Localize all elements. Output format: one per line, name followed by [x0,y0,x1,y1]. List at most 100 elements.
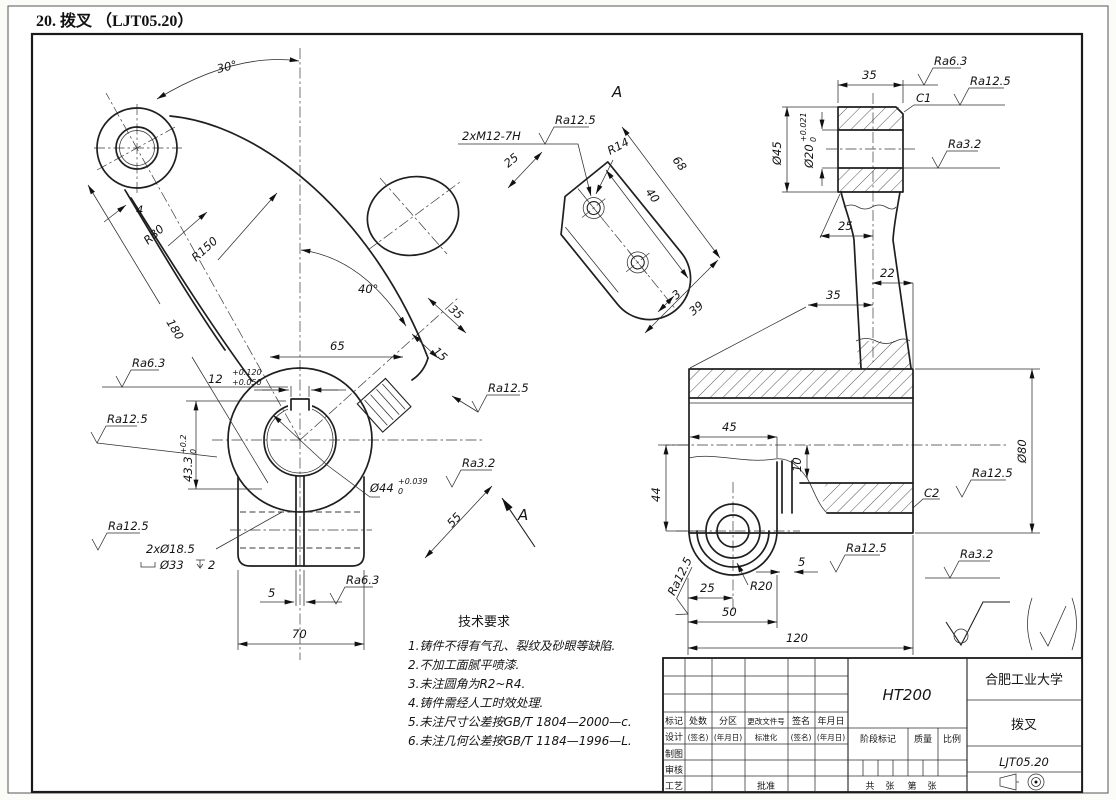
break-line-long [688,455,828,514]
arm-left-edge [840,191,862,369]
leader-r80 [167,211,208,247]
break-line [855,338,911,344]
dim-10: 10 [790,457,804,472]
tb-gongyi: 工艺 [665,781,683,792]
base-slot [295,475,305,567]
dim-4: 4 [136,203,143,217]
tb-qianming: 签名 [792,715,810,727]
ext-lines-left [102,386,288,490]
tb-fenqu: 分区 [719,716,737,727]
dim-o45: Ø45 [770,141,784,166]
roughness-ra32: Ra3.2 [948,137,981,151]
dim-line-30 [156,57,300,100]
roughness-ra125: Ra12.5 [107,412,148,426]
arm-end-pad [356,377,412,433]
hidden-holes [240,511,362,549]
roughness-flag: Ra12.5 [538,113,596,145]
tb-gong: 共 [865,781,874,792]
view-a: A 2xM12-7H Ra12.5 25 R14 68 40 3 39 [458,83,721,334]
dim-433-lo: 0 [189,449,198,454]
break-line [843,204,897,210]
tb-wenjianhao: 更改文件号 [747,716,785,726]
tb-zhang1: 张 [885,781,894,792]
dim-65: 65 [330,339,345,353]
tb-zhitu: 制图 [665,748,683,760]
roughness-flag: Ra12.5 [829,541,887,573]
tb-shenhe: 审核 [665,764,683,776]
rib-edges [781,460,793,514]
top-hole-circle [115,126,159,170]
paren-open-icon [1027,597,1033,651]
drawing-frame [30,32,1084,794]
dim-70: 70 [292,627,307,641]
title-block: 标记 处数 分区 更改文件号 签名 年月日 设计 (签名) (年月日) 标准化 … [662,657,1083,793]
top-boss-circle [96,107,178,189]
tb-school: 合肥工业大学 [985,672,1063,688]
dim-433-group: 43.3 +0.2 0 [179,435,198,482]
callout-depth2: 2 [208,558,215,572]
leader-ra [451,395,479,413]
tb-sheji: 设计 [665,731,683,743]
view-a-title: A [611,83,622,101]
dim-o20-hi: +0.021 [799,112,808,142]
centerline-top-hole [94,104,182,194]
roughness-ra63: Ra6.3 [934,54,967,68]
roughness-flag: Ra12.5 [953,74,1011,106]
top-boss-bore [837,129,904,169]
general-roughness-symbol [945,597,1077,651]
roughness-ra125: Ra12.5 [972,466,1013,480]
dim-c1: C1 [916,91,931,105]
roughness-ra125: Ra12.5 [846,541,887,555]
tb-part-name: 拨叉 [1011,718,1037,733]
top-boss-outline [837,106,904,193]
tech-item-5: 5.未注尺寸公差按GB/T 1804—2000—c. [408,715,632,729]
roughness-flag: Ra12.5 [955,466,1013,498]
dim-s35: 35 [862,68,877,82]
removed-section [366,175,461,257]
tech-item-1: 1.铸件不得有气孔、裂纹及砂眼等缺陷. [408,639,615,653]
tb-qm3: (签名) [791,732,812,742]
top-hole-inner-circle [119,130,155,166]
dim-ext-12 [254,386,346,397]
fork-boss-circle [705,503,761,559]
side-view: 35 Ra6.3 C1 Ra12.5 Ra3.2 Ø45 Ø20 +0.021 … [649,54,1040,655]
roughness-flag: Ra12.5 [91,519,149,551]
dim-line-40deg [300,248,407,327]
dim-22: 22 [880,266,895,280]
roughness-ra125: Ra12.5 [970,74,1011,88]
dim-12-tol-hi: +0.120 [232,368,262,377]
tb-drawing-number: LJT05.20 [999,755,1049,769]
tech-item-2: 2.不加工面腻平喷漆. [408,658,519,672]
cylinder-outline [688,368,914,534]
depth-icon [196,559,205,570]
leader-r150 [217,192,278,261]
tb-bili: 比例 [943,733,961,745]
tb-chushu: 处数 [689,715,707,727]
dim-s25b: 25 [700,581,715,595]
roughness-ra63: Ra6.3 [132,356,165,370]
tb-pizhun: 批准 [757,780,775,792]
paren-close-icon [1071,597,1077,651]
arm-boss-fillet [411,357,429,381]
dim-c2: C2 [924,486,939,500]
tb-qm2: (签名) [688,732,709,742]
roughness-flag: Ra6.3 [917,54,967,86]
dim-5: 5 [798,555,805,569]
roughness-ra125: Ra12.5 [108,519,149,533]
tb-zhiliang: 质量 [914,733,932,745]
roughness-ra125: Ra12.5 [555,113,596,127]
dim-433-hi: +0.2 [179,435,188,454]
tb-riqi: 年月日 [817,715,844,727]
dim-o44: Ø44 [369,481,394,495]
dim-50: 50 [722,605,737,619]
leader-2xo185 [215,511,283,550]
dim-o44-hi: +0.039 [398,477,428,486]
check-icon [1039,605,1067,647]
dim-slot5: 5 [268,586,275,600]
tb-biaoji: 标记 [665,715,683,727]
dim-r20: R20 [750,579,773,593]
base-block [237,476,365,567]
dim-o80: Ø80 [1015,439,1029,464]
tb-jieduan: 阶段标记 [860,733,896,745]
